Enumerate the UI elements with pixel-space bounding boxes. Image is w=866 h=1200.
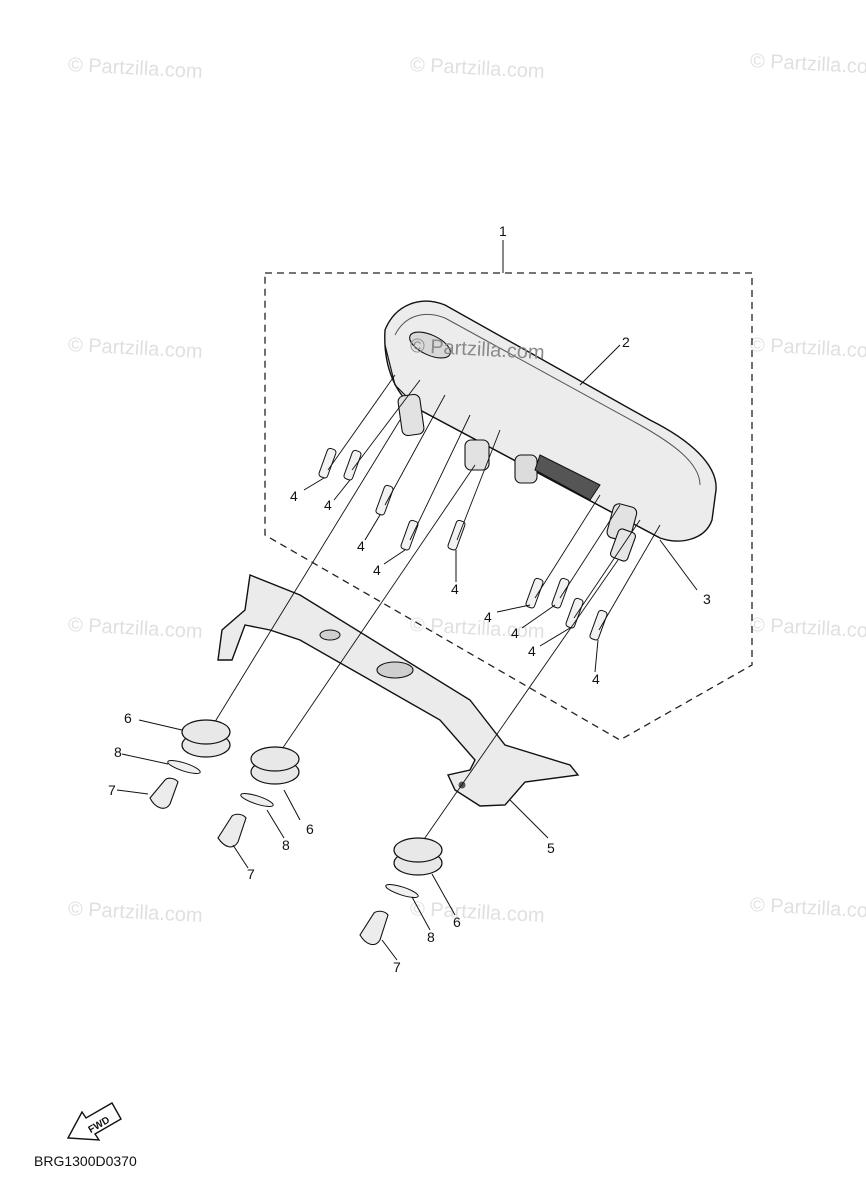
bolts-7 [149,777,389,946]
callout-4h: 4 [528,643,536,659]
callout-4b: 4 [324,497,332,513]
callout-4e: 4 [451,581,459,597]
callout-6c: 6 [453,914,461,930]
callout-4a: 4 [290,488,298,504]
washers-8 [167,760,419,898]
bracket-5 [217,574,580,807]
callout-2: 2 [622,334,630,350]
callout-8b: 8 [282,837,290,853]
callout-4i: 4 [592,671,600,687]
callout-8c: 8 [427,929,435,945]
assembly-boundary [264,272,753,741]
grommets-6 [181,719,443,876]
fwd-arrow-icon: FWD [66,1102,122,1141]
callout-8a: 8 [114,744,122,760]
callout-3: 3 [703,591,711,607]
callout-6a: 6 [124,710,132,726]
callout-4f: 4 [484,609,492,625]
grommet-axis-lines [212,419,619,846]
diagram-code: BRG1300D0370 [34,1153,137,1169]
callout-4d: 4 [373,562,381,578]
callout-4g: 4 [511,625,519,641]
callout-4c: 4 [357,538,365,554]
leader-lines [116,344,698,961]
callout-1: 1 [499,223,507,239]
callout-7c: 7 [393,959,401,975]
screw-axis-lines [327,374,661,631]
screws-4 [318,447,608,641]
callout-7b: 7 [247,866,255,882]
meter-assembly [384,300,717,542]
callout-6b: 6 [306,821,314,837]
callout-5: 5 [547,840,555,856]
callout-7a: 7 [108,782,116,798]
